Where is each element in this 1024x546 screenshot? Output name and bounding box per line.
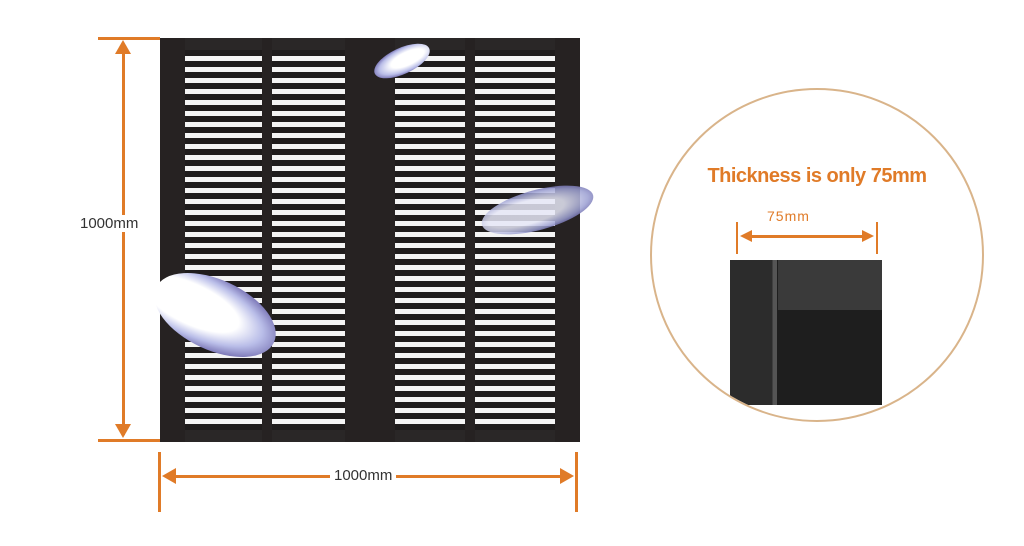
height-tick-top [98,37,160,40]
thickness-label: 75mm [767,208,810,224]
arrow-right-icon [862,230,874,242]
arrow-up-icon [115,40,131,54]
height-tick-bottom [98,439,160,442]
arrow-right-icon [560,468,574,484]
thickness-arrow-line [748,235,866,238]
width-label: 1000mm [330,467,397,484]
thickness-tick-right [876,222,878,254]
height-arrow-line [122,45,125,435]
bracket-top [778,260,882,310]
panel-post [555,38,580,442]
arrow-down-icon [115,424,131,438]
arrow-left-icon [740,230,752,242]
panel-post [262,38,272,442]
bracket-photo [730,260,882,405]
panel-post [345,38,395,442]
arrow-left-icon [162,468,176,484]
width-tick-left [158,452,161,512]
panel-post [465,38,475,442]
width-tick-right [575,452,578,512]
thickness-inset: Thickness is only 75mm 75mm [650,88,984,422]
height-label: 1000mm [76,215,143,232]
thickness-tick-left [736,222,738,254]
inset-title: Thickness is only 75mm [707,165,927,187]
panel-post [160,38,185,442]
